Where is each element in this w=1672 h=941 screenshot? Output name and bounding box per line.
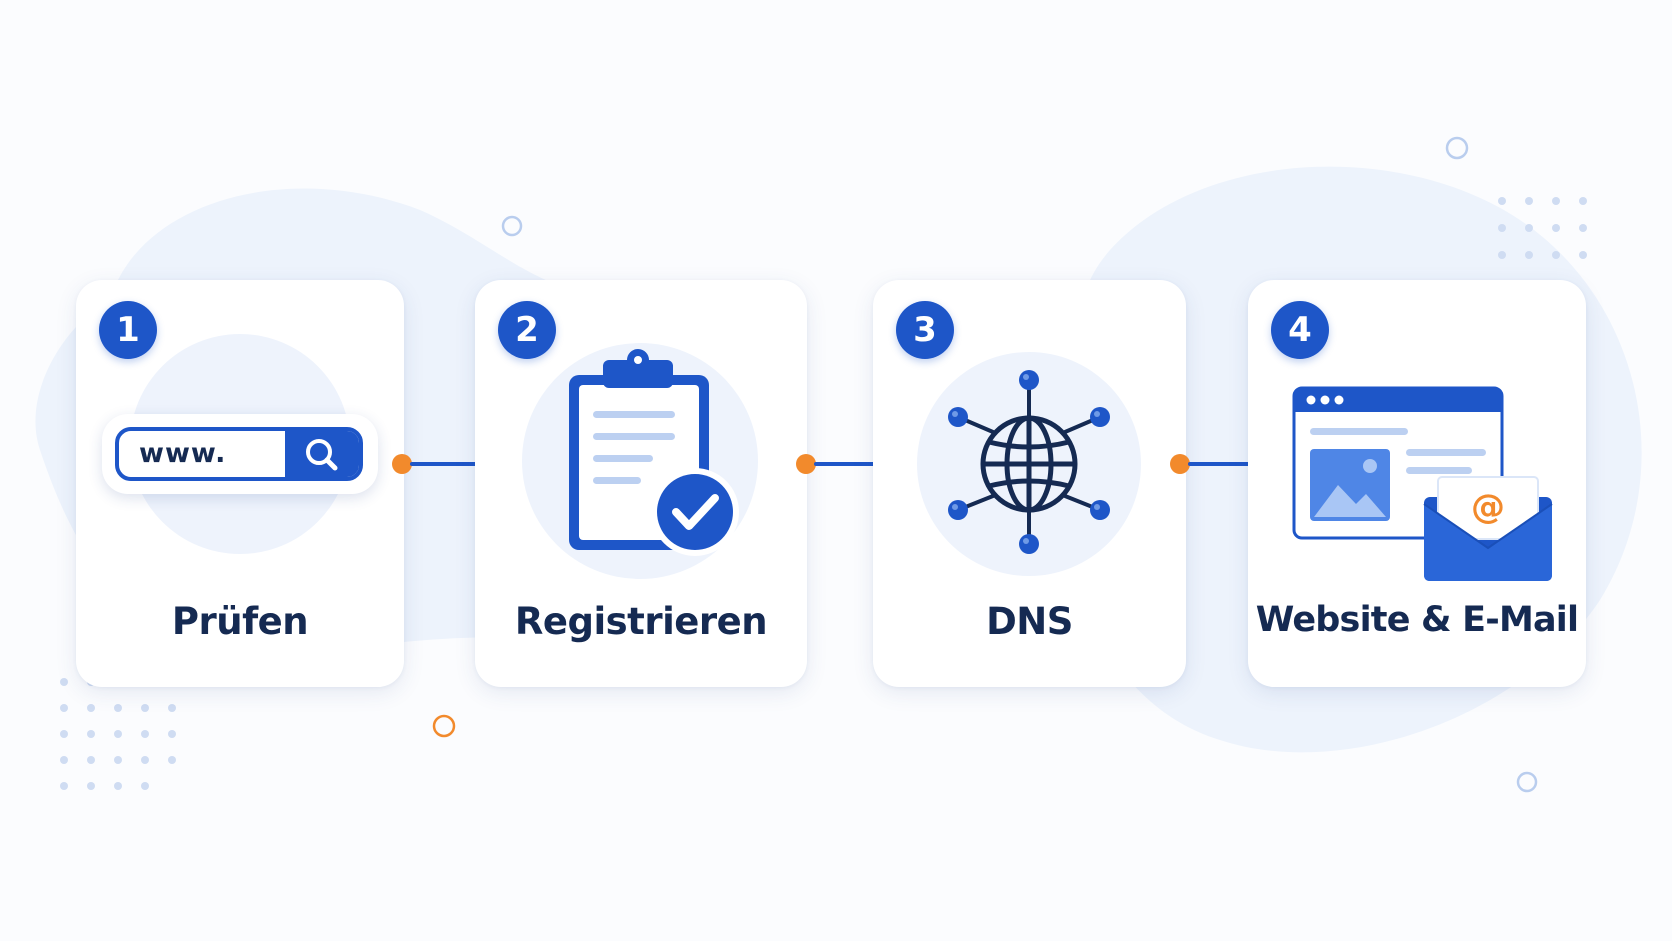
network-globe-icon	[917, 352, 1141, 576]
dot-grid-left	[60, 678, 176, 790]
search-bar-icon: www.	[102, 414, 378, 494]
step-card-pruefen: 1 www. Prüfen	[76, 280, 404, 687]
email-at-icon: @	[1471, 487, 1505, 527]
step-label: Website & E-Mail	[1255, 600, 1579, 640]
step-number-badge: 4	[1271, 301, 1329, 359]
ring-decoration	[501, 215, 523, 237]
search-field-illustration: www.	[115, 427, 363, 481]
search-text: www.	[139, 438, 227, 469]
search-button-illustration	[285, 431, 359, 477]
magnifier-icon	[306, 439, 338, 471]
step-label: Registrieren	[514, 600, 768, 643]
ring-decoration-orange	[432, 714, 456, 738]
ring-decoration	[1445, 136, 1469, 160]
step-card-website-email: 4 @ Website & E-Mail	[1248, 280, 1586, 687]
step-card-registrieren: 2 Registrieren	[475, 280, 807, 687]
clipboard-check-icon	[522, 343, 758, 579]
step-number-badge: 3	[896, 301, 954, 359]
dot-grid-right	[1498, 197, 1587, 259]
ring-decoration	[1516, 771, 1538, 793]
step-label: Prüfen	[171, 600, 309, 643]
step-card-dns: 3	[873, 280, 1186, 687]
browser-email-icon: @	[1292, 386, 1553, 581]
step-label: DNS	[986, 600, 1073, 643]
step-number-badge: 2	[498, 301, 556, 359]
step-number-badge: 1	[99, 301, 157, 359]
